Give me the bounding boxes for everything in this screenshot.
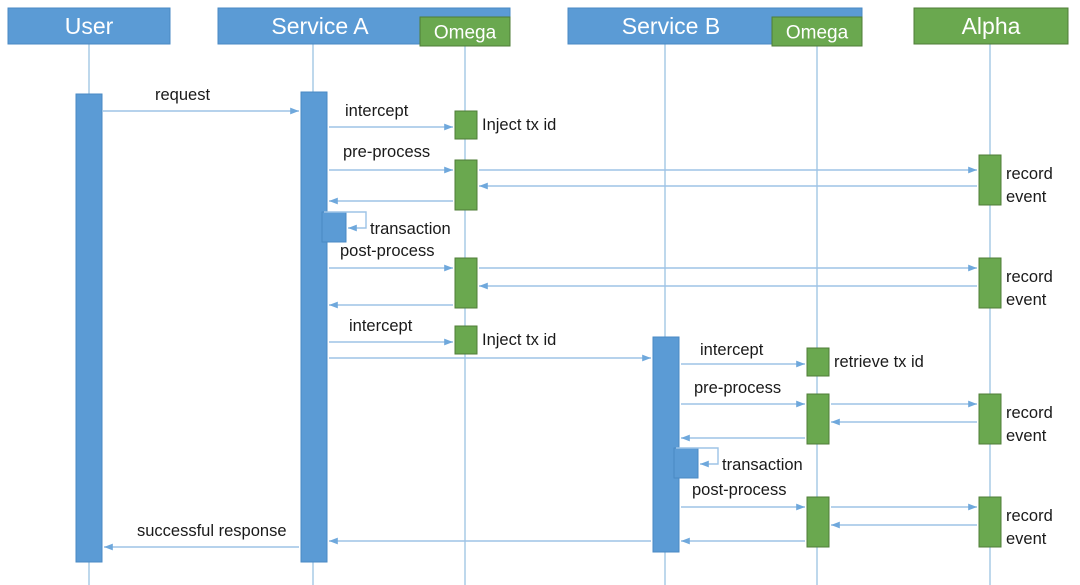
activation-act-alpha-1 [978,154,1002,206]
participant-label-omegaA: Omega [434,23,497,44]
participant-box-omegaA[interactable] [419,16,511,47]
participant-header-alpha[interactable]: Alpha [913,7,1069,45]
participant-label-serviceA: Service A [271,13,369,39]
participant-box-alpha[interactable] [913,7,1069,45]
activation-act-svcB [652,336,680,553]
activation-act-omegaB-1 [806,347,830,377]
message-m7-self-loop [324,211,367,232]
activation-act-alpha-2 [978,257,1002,309]
message-label-m3: pre-process [343,143,430,161]
activation-act-svcA-tx [321,211,347,243]
note-nl6-line1: record [1006,404,1053,422]
headers-layer: User Service A Omega Service B Omega Alpha [7,7,1069,47]
activation-act-alpha-3 [978,393,1002,445]
activation-act-user [75,93,103,563]
activation-act-omegaB-3 [806,496,830,548]
participant-label-alpha: Alpha [962,13,1021,39]
activation-act-alpha-4 [978,496,1002,548]
note-n1: Inject tx id [482,116,556,134]
message-label-m19: transaction [722,456,803,474]
message-m19-self-loop [676,447,719,468]
participant-header-user[interactable]: User [7,7,171,45]
note-nl4-line2: event [1006,188,1047,206]
note-nl7-line1: record [1006,507,1053,525]
note-n2: Inject tx id [482,331,556,349]
activation-act-omegaA-1 [454,110,478,140]
activation-act-omegaA-4 [454,325,478,355]
note-nl5-line2: event [1006,291,1047,309]
message-label-m20: post-process [692,481,786,499]
note-nl6-line2: event [1006,427,1047,445]
participant-label-omegaB: Omega [786,23,849,44]
note-nl4-line1: record [1006,165,1053,183]
note-n3: retrieve tx id [834,353,924,371]
participant-header-omegaB[interactable]: Omega [771,16,863,47]
message-label-m12: intercept [349,317,413,335]
message-label-m7: transaction [370,220,451,238]
message-label-m8: post-process [340,242,434,260]
message-label-m1: request [155,86,210,104]
message-label-m15: pre-process [694,379,781,397]
message-label-m14: intercept [700,341,764,359]
message-label-m2: intercept [345,102,409,120]
participant-label-user: User [65,13,114,39]
note-nl7-line2: event [1006,530,1047,548]
participant-label-serviceB: Service B [622,13,720,39]
activation-act-svcB-tx [673,447,699,479]
activations-layer [75,91,1002,563]
activation-act-omegaA-2 [454,159,478,211]
participant-header-omegaA[interactable]: Omega [419,16,511,47]
notes-layer: Inject tx id Inject tx id retrieve tx id re… [482,116,1053,548]
activation-act-omegaA-3 [454,257,478,309]
messages-layer: request intercept pre-process transaction po… [102,86,977,551]
note-nl5-line1: record [1006,268,1053,286]
activation-act-omegaB-2 [806,393,830,445]
participant-box-omegaB[interactable] [771,16,863,47]
activation-act-svcA [300,91,328,563]
participant-box-user[interactable] [7,7,171,45]
message-label-m25: successful response [137,522,287,540]
